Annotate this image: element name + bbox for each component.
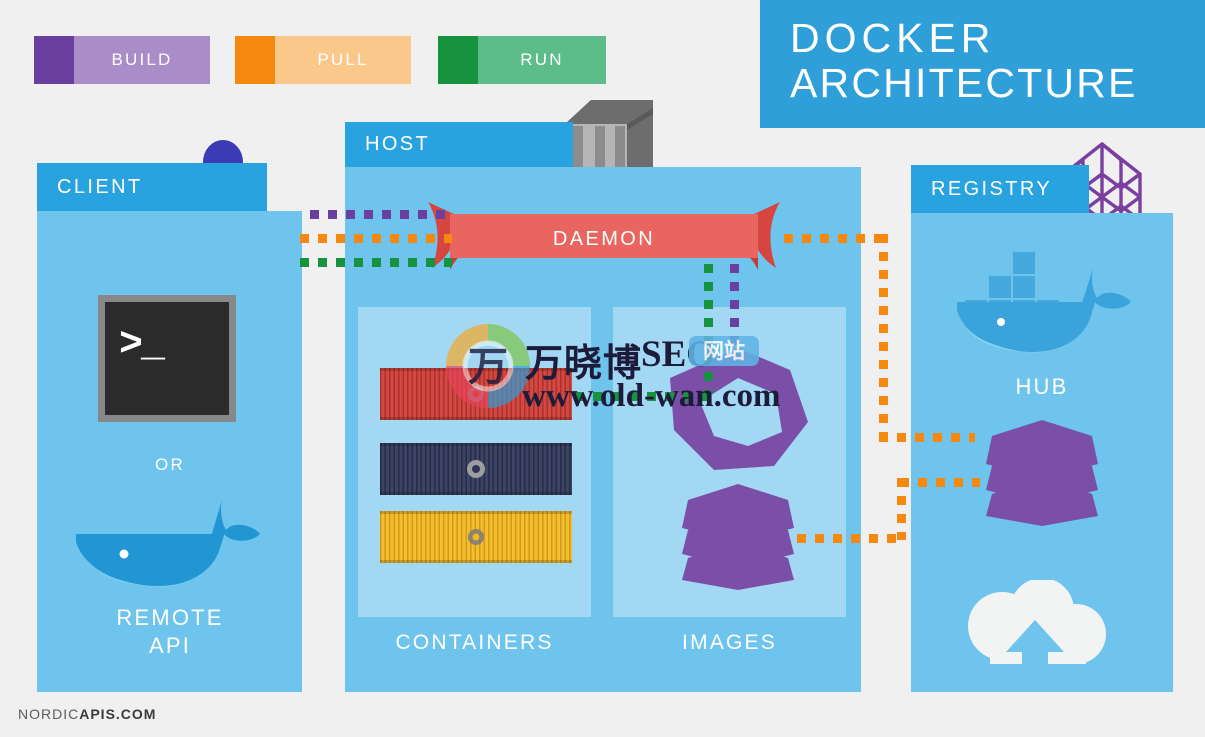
legend-item-run: RUN (438, 36, 606, 84)
container-yellow (380, 511, 572, 563)
connector-pull-orange-into-registry (879, 433, 975, 442)
legend-body-pull: PULL (275, 36, 411, 84)
legend-cap-build (34, 36, 74, 84)
gear-icon (468, 386, 484, 402)
docker-whale-containers-icon (957, 252, 1131, 353)
panel-header-host: HOST (345, 122, 573, 167)
containers-label: CONTAINERS (395, 631, 554, 654)
legend-label-build: BUILD (111, 50, 173, 69)
legend-item-pull: PULL (235, 36, 411, 84)
legend-body-build: BUILD (74, 36, 210, 84)
legend-item-build: BUILD (34, 36, 210, 84)
gear-icon (467, 460, 485, 478)
connector-pull-orange-vertical-up (897, 478, 906, 540)
connector-build-purple-daemon-to-images-vertical (730, 264, 739, 368)
client-remote-api-label-line2: API (148, 633, 192, 658)
image-layer-stack-icon (986, 420, 1098, 526)
connector-pull-orange-horizontal (300, 234, 452, 243)
panel-title-host: HOST (365, 133, 431, 155)
connector-pull-orange-vertical-down (879, 234, 888, 438)
legend-label-run: RUN (520, 50, 564, 69)
daemon-label: DAEMON (552, 228, 656, 250)
terminal-prompt: >_ (119, 323, 165, 368)
legend-cap-pull (235, 36, 275, 84)
connector-pull-orange-to-images (797, 534, 905, 543)
legend-cap-run (438, 36, 478, 84)
title-line-docker: DOCKER (790, 15, 996, 61)
registry-hub-label: HUB (1015, 374, 1069, 399)
connector-run-green-horizontal (300, 258, 452, 267)
terminal-icon: >_ (98, 295, 236, 422)
panel-title-registry: REGISTRY (931, 177, 1053, 200)
client-or-label: OR (155, 455, 185, 474)
cloud-upload-icon (968, 580, 1106, 670)
legend-body-run: RUN (478, 36, 606, 84)
footer-light: NORDIC (18, 706, 80, 722)
footer-branding: NORDICAPIS.COM (18, 706, 156, 722)
server-rack-icon (565, 100, 653, 172)
container-navy (380, 443, 572, 495)
container-red (380, 368, 572, 420)
connector-pull-orange-registry-lower (900, 478, 980, 487)
client-remote-api-label-line1: REMOTE (116, 605, 224, 630)
images-label: IMAGES (682, 631, 777, 654)
connector-run-green-images-to-containers (575, 392, 707, 401)
connector-pull-orange-daemon-right (784, 234, 888, 243)
legend-label-pull: PULL (317, 50, 369, 69)
title-line-architecture: ARCHITECTURE (790, 60, 1138, 106)
panel-body-client (37, 211, 302, 692)
page-title: DOCKER ARCHITECTURE (760, 0, 1205, 128)
docker-whale-icon (76, 500, 260, 587)
panel-header-client: CLIENT (37, 163, 267, 211)
panel-title-client: CLIENT (57, 175, 143, 198)
connector-build-purple-horizontal (310, 210, 452, 219)
connector-run-green-daemon-to-images-vertical (704, 264, 713, 392)
panel-header-registry: REGISTRY (911, 165, 1089, 213)
footer-bold: APIS.COM (79, 706, 157, 722)
image-layer-stack-icon (682, 484, 794, 590)
gear-icon (468, 529, 484, 545)
